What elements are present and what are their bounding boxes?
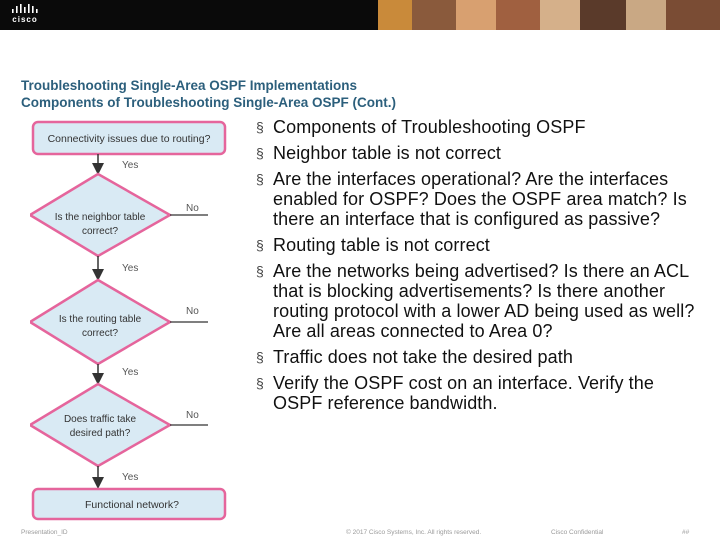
page-subtitle: Components of Troubleshooting Single-Are… [21, 95, 396, 110]
footer-presentation-id: Presentation_ID [21, 529, 68, 536]
flowchart-decision-desired-path [30, 382, 173, 468]
bullet-text: Verify the OSPF cost on an interface. Ve… [273, 373, 654, 413]
banner-photo [666, 0, 720, 30]
bullet-item: § Components of Troubleshooting OSPF [256, 117, 706, 137]
bullet-marker-icon: § [256, 119, 264, 135]
banner-photo [412, 0, 456, 30]
bullet-text: Neighbor table is not correct [273, 143, 502, 163]
banner-photo [540, 0, 580, 30]
flowchart-yes-label: Yes [122, 472, 138, 483]
banner-photo-strip [378, 0, 720, 30]
bullet-marker-icon: § [256, 375, 264, 391]
banner-photo [580, 0, 626, 30]
bullet-item: § Traffic does not take the desired path [256, 347, 706, 367]
bullet-text: Are the networks being advertised? Is th… [273, 261, 695, 341]
bullet-marker-icon: § [256, 145, 264, 161]
bullet-text: Components of Troubleshooting OSPF [273, 117, 586, 137]
bullet-item: § Are the interfaces operational? Are the… [256, 169, 706, 229]
cisco-bars-icon [12, 4, 38, 13]
bullet-marker-icon: § [256, 349, 264, 365]
flowchart-yes-label: Yes [122, 367, 138, 378]
bullet-marker-icon: § [256, 237, 264, 253]
footer-confidential: Cisco Confidential [551, 529, 604, 536]
flowchart-no-label: No [186, 203, 199, 214]
flowchart-decision-label: desired path? [70, 428, 131, 439]
bullet-item: § Verify the OSPF cost on an interface. V… [256, 373, 706, 413]
cisco-logo: cisco [8, 3, 42, 27]
flowchart-yes-label: Yes [122, 263, 138, 274]
banner-photo [456, 0, 496, 30]
banner-photo [626, 0, 666, 30]
troubleshooting-flowchart: Connectivity issues due to routing? Yes … [30, 120, 227, 521]
bullet-item: § Neighbor table is not correct [256, 143, 706, 163]
flowchart-no-label: No [186, 410, 199, 421]
banner-photo [496, 0, 540, 30]
footer-page-number: ## [682, 529, 690, 536]
flowchart-start-box [31, 120, 227, 156]
bullet-marker-icon: § [256, 263, 264, 279]
bullet-list: § Components of Troubleshooting OSPF § Nei… [256, 117, 706, 419]
logo-text: cisco [12, 15, 38, 24]
flowchart-decision-label: Does traffic take [64, 414, 137, 425]
flowchart-end-box [31, 487, 227, 521]
flowchart-yes-label: Yes [122, 160, 138, 171]
header-banner: cisco [0, 0, 720, 30]
bullet-text: Are the interfaces operational? Are the … [273, 169, 687, 229]
bullet-text: Routing table is not correct [273, 235, 490, 255]
bullet-item: § Are the networks being advertised? Is t… [256, 261, 706, 341]
banner-photo [378, 0, 412, 30]
bullet-marker-icon: § [256, 171, 264, 187]
bullet-text: Traffic does not take the desired path [273, 347, 573, 367]
bullet-item: § Routing table is not correct [256, 235, 706, 255]
flowchart-end-label: Functional network? [85, 499, 179, 511]
flowchart-no-label: No [186, 306, 199, 317]
flowchart-decision-label: Is the neighbor table [55, 212, 146, 223]
page-title: Troubleshooting Single-Area OSPF Impleme… [21, 78, 358, 93]
flowchart-decision-label: correct? [82, 226, 119, 237]
flowchart-start-label: Connectivity issues due to routing? [48, 133, 211, 145]
flowchart-decision-label: correct? [82, 328, 119, 339]
footer-copyright: © 2017 Cisco Systems, Inc. All rights re… [346, 529, 482, 536]
flowchart-decision-label: Is the routing table [59, 314, 142, 325]
